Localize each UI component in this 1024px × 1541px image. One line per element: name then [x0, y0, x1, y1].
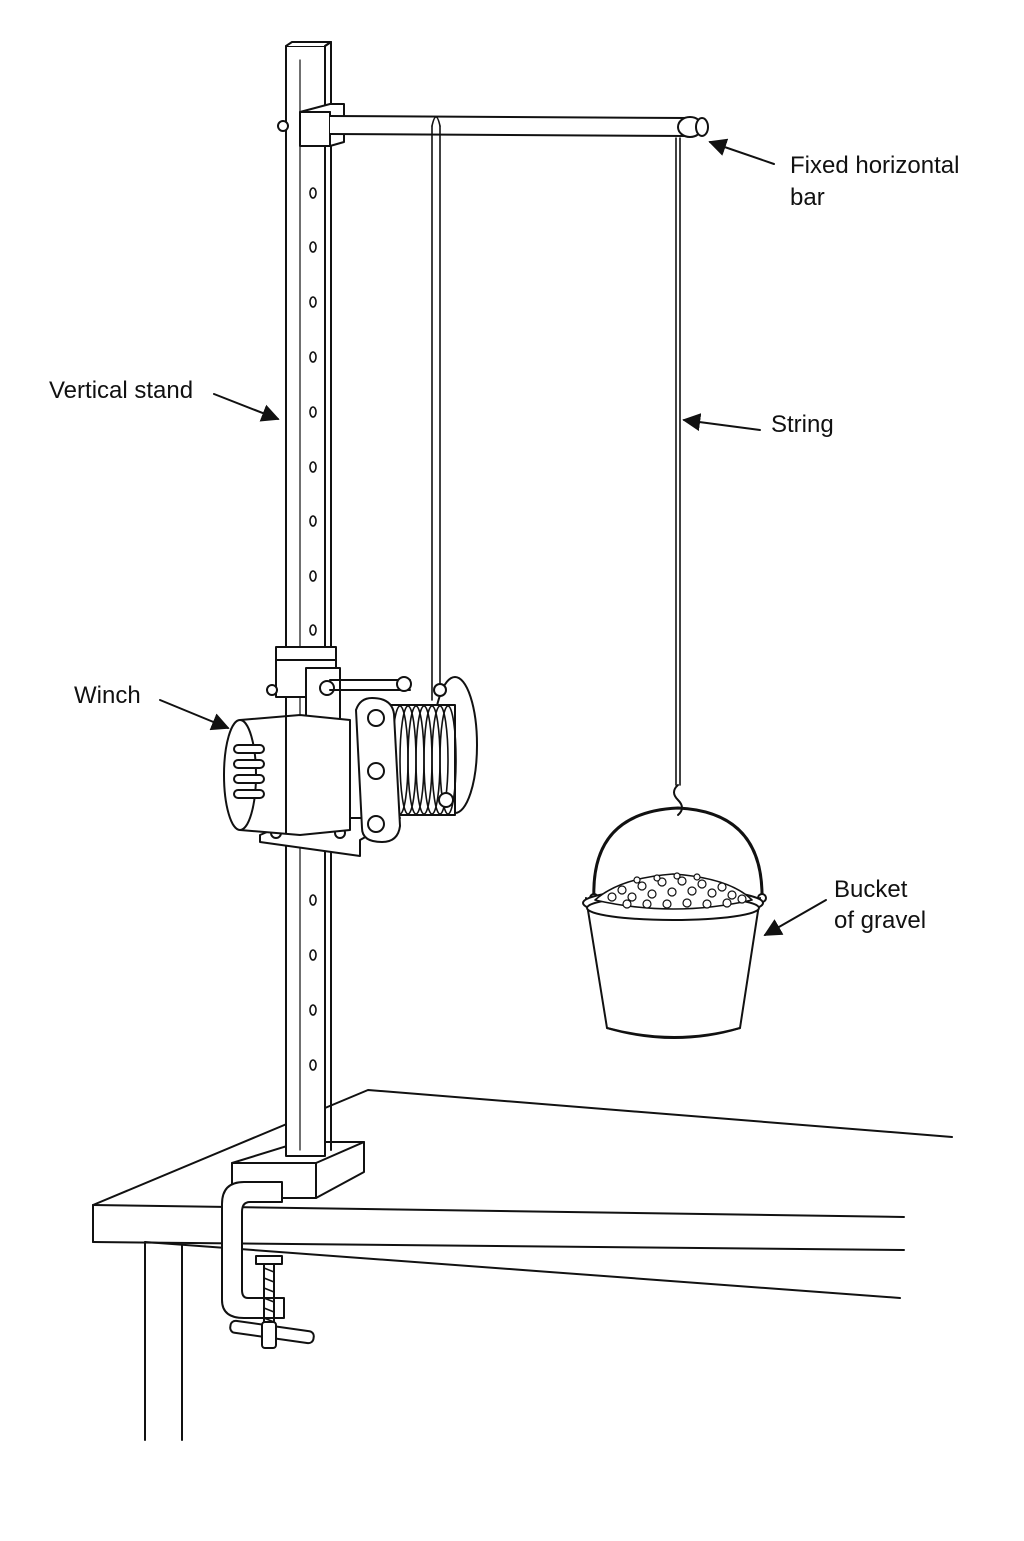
arrow-vertical-stand	[213, 393, 280, 422]
c-clamp	[221, 1181, 315, 1349]
label-fixed-bar-line1: Fixed horizontal	[790, 152, 960, 179]
leader-arrows	[159, 138, 827, 936]
arrow-string	[682, 413, 761, 432]
label-bucket-line2: of gravel	[834, 907, 927, 934]
arrow-fixed-bar	[708, 138, 775, 165]
string-lines	[431, 116, 681, 786]
label-bucket-line1: Bucket	[834, 876, 908, 903]
horizontal-bar	[277, 103, 709, 147]
winch	[223, 646, 478, 857]
arrow-winch	[159, 699, 230, 731]
label-fixed-bar-line2: bar	[790, 184, 825, 211]
bucket	[582, 784, 767, 1039]
label-string: String	[771, 411, 834, 438]
label-vertical-stand: Vertical stand	[49, 377, 194, 404]
label-winch: Winch	[74, 682, 141, 709]
vertical-stand	[285, 41, 332, 1157]
arrow-bucket	[763, 899, 827, 936]
